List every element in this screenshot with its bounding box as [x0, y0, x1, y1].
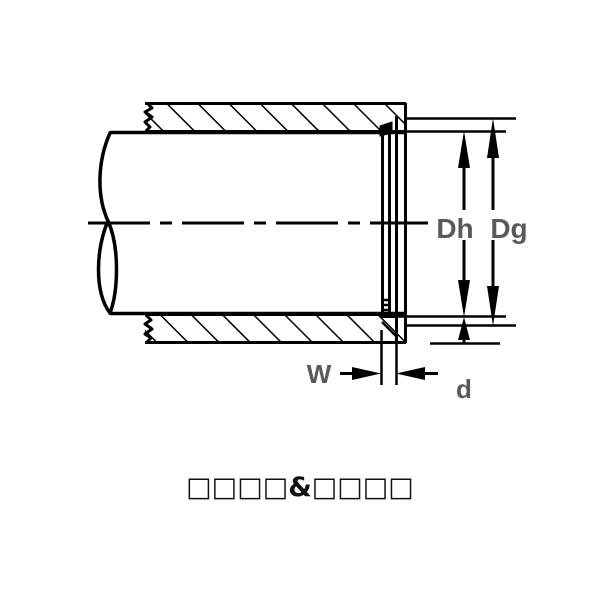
d-arrowhead [458, 317, 470, 340]
w-left-arrowhead [352, 367, 381, 380]
groove-corner-diagonal [381, 321, 397, 337]
shaft-body [96, 130, 406, 316]
dimension-w [340, 367, 438, 380]
w-right-arrowhead [396, 367, 425, 380]
hatch-fill-bottom [145, 315, 406, 342]
dimension-dh [458, 131, 470, 317]
housing-section-bottom [143, 313, 406, 344]
extension-lines [380, 117, 516, 385]
label-d: d [456, 374, 472, 404]
dimension-d [458, 317, 470, 343]
dimension-dg [487, 118, 499, 326]
label-dh: Dh [436, 213, 473, 244]
figure-caption: □□□□&□□□□ [186, 472, 414, 503]
label-dg: Dg [490, 213, 527, 244]
dg-lower-arrowhead [487, 286, 499, 326]
break-zigzag-bottom [143, 313, 154, 344]
hatch-fill-top [145, 104, 406, 131]
dg-upper-arrowhead [487, 118, 499, 158]
break-zigzag-top [143, 101, 154, 133]
break-line-back [96, 219, 112, 315]
dh-lower-arrowhead [458, 280, 470, 317]
dh-upper-arrowhead [458, 131, 470, 168]
label-w: W [307, 359, 332, 389]
housing-section-top [143, 101, 406, 133]
groove-bottom-ticks [383, 298, 389, 312]
